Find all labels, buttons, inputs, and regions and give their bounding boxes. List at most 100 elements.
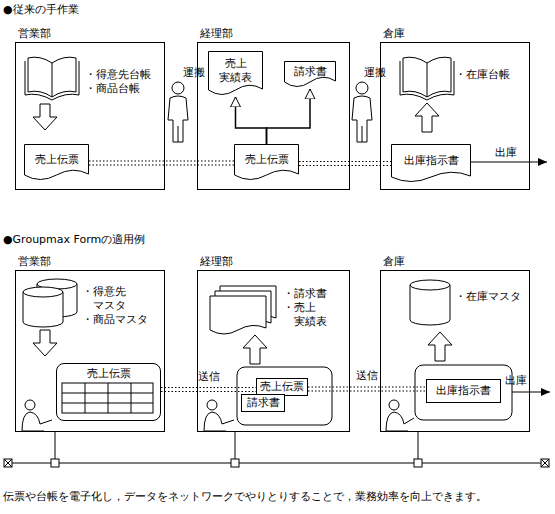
person-figure — [356, 82, 368, 94]
hollow-arrow — [428, 332, 452, 361]
department-box: 経理部売上 実績表請求書売上伝票 — [197, 42, 350, 190]
network-bus — [55, 432, 56, 459]
annotation-label: ・商品台帳 — [85, 82, 140, 96]
form-table — [85, 383, 86, 413]
form-box: 請求書 — [241, 394, 285, 412]
node-text: 出庫指示書 — [404, 154, 459, 168]
network-bus — [12, 463, 541, 464]
person-figure — [352, 82, 372, 142]
node-text: 売上 実績表 — [216, 57, 256, 85]
output-arrow — [512, 392, 550, 393]
database-icon — [23, 279, 77, 327]
annotation-label: ・得意先台帳 — [85, 68, 151, 82]
department-name: 倉庫 — [383, 255, 405, 269]
flow-arrow — [267, 89, 311, 144]
person-figure — [178, 126, 179, 142]
person-figure — [172, 82, 184, 94]
annotation-label: 出庫 — [495, 146, 517, 160]
paper-stack — [215, 291, 271, 329]
operator-figure — [386, 412, 414, 431]
network-bus — [4, 432, 549, 467]
document-shape: 売上伝票 — [234, 144, 299, 182]
document-outline — [25, 145, 89, 180]
form-table — [108, 383, 109, 413]
document-outline — [285, 62, 336, 87]
hollow-arrow — [243, 335, 267, 364]
ledger-icon — [400, 61, 454, 100]
annotation-label: 出庫 — [505, 374, 527, 388]
ledger-icon — [28, 57, 76, 97]
transfer-line — [308, 387, 426, 391]
annotation-label: ・在庫台帳 — [455, 68, 510, 82]
network-bus — [418, 432, 419, 459]
node-text: 請求書 — [247, 396, 280, 410]
edge-label: 送信 — [198, 370, 220, 384]
operator-figure — [204, 400, 234, 431]
ledger-icon — [25, 57, 79, 100]
ledger-icon — [25, 61, 79, 100]
hollow-arrow — [33, 104, 57, 130]
network-bus — [541, 459, 549, 467]
document-shape: 売上伝票 — [24, 144, 89, 182]
database-icon — [23, 287, 63, 297]
database-icon — [410, 280, 450, 290]
form-screen: 売上伝票 — [56, 363, 161, 421]
operator-figure — [25, 400, 35, 410]
paper-stack — [210, 286, 276, 334]
department-name: 倉庫 — [383, 27, 405, 41]
annotation-label: 運搬 — [364, 66, 386, 80]
transfer-line — [89, 161, 234, 165]
network-bus — [414, 459, 422, 467]
form-table — [131, 383, 132, 413]
screen-frame — [415, 365, 512, 420]
document-shape: 請求書 — [284, 61, 336, 89]
node-text: 出庫指示書 — [436, 384, 491, 398]
network-bus — [4, 459, 12, 467]
operator-figure — [389, 400, 399, 410]
network-bus — [231, 459, 239, 467]
screen-frame — [237, 367, 332, 425]
network-bus — [4, 459, 12, 467]
database-icon — [410, 285, 450, 325]
person-figure — [168, 82, 188, 142]
database-icon — [23, 292, 63, 327]
person-figure — [362, 126, 363, 142]
ledger-icon — [427, 63, 428, 97]
database-icon — [37, 279, 77, 289]
annotation-label: ・請求書 — [283, 287, 327, 301]
network-bus — [541, 459, 549, 467]
transfer-line — [299, 162, 391, 166]
output-arrow — [470, 162, 547, 163]
database-icon — [37, 284, 77, 317]
node-text: 売上伝票 — [260, 380, 304, 394]
person-figure — [352, 96, 372, 142]
operator-figure — [204, 412, 234, 431]
ledger-icon — [403, 57, 451, 97]
hollow-arrow — [415, 103, 439, 132]
annotation-label: ・商品マスタ — [82, 313, 148, 327]
node-text: 売上伝票 — [245, 153, 289, 167]
ledger-icon — [400, 57, 454, 100]
annotation-label: 運搬 — [183, 66, 205, 80]
document-outline — [235, 145, 299, 180]
person-figure — [168, 96, 188, 142]
document-outline — [209, 52, 263, 95]
edge-label: 送信 — [356, 369, 378, 383]
form-table — [62, 383, 153, 413]
department-name: 経理部 — [200, 255, 233, 269]
operator-figure — [207, 400, 217, 410]
document-shape: 出庫指示書 — [391, 144, 471, 184]
department-name: 営業部 — [18, 255, 51, 269]
form-table — [62, 383, 153, 413]
operator-figure — [22, 400, 52, 431]
annotation-label: ・在庫マスタ — [455, 290, 521, 304]
document-shape: 売上 実績表 — [208, 51, 263, 97]
paper-stack — [220, 286, 276, 324]
annotation-label: ・得意先 マスタ — [82, 285, 133, 313]
network-bus — [235, 432, 236, 459]
form-table — [62, 403, 153, 404]
department-box: 営業部売上伝票 — [15, 42, 165, 190]
node-text: 売上伝票 — [35, 153, 79, 167]
node-text: 請求書 — [294, 65, 327, 79]
